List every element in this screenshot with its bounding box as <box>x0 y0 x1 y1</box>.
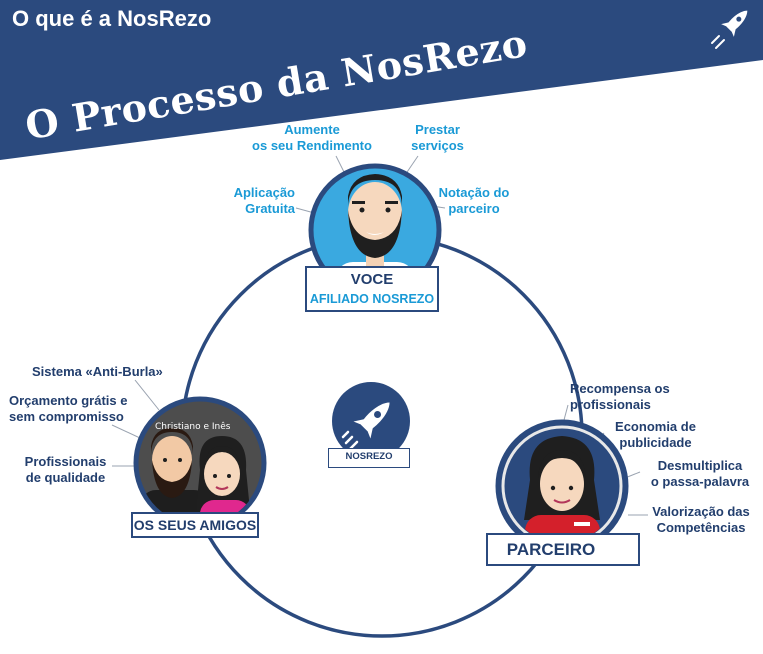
voce-benefit-gratuita: Aplicação Gratuita <box>233 185 295 216</box>
header-rocket-icon <box>721 10 748 37</box>
parceiro-benefit-desmultiplica: Desmultiplica o passa-palavra <box>650 458 750 489</box>
center-rocket-badge <box>332 382 410 460</box>
amigos-benefit-profissionais: Profissionais de qualidade <box>24 454 107 485</box>
parceiro-benefit-recompensa: Recompensa os profissionais <box>570 381 670 412</box>
voce-benefit-servicos: Prestar serviços <box>411 122 464 153</box>
voce-subtitle: AFILIADO NOSREZO <box>309 292 435 306</box>
voce-benefit-notacao: Notação do parceiro <box>438 185 510 216</box>
voce-benefit-rendimento: Aumente os seu Rendimento <box>252 122 372 153</box>
parceiro-title: PARCEIRO <box>506 540 596 559</box>
parceiro-benefit-economia: Economia de publicidade <box>615 419 696 450</box>
header-rocket-trail <box>711 35 725 49</box>
voce-label-box: VOCE AFILIADO NOSREZO <box>305 266 439 312</box>
header-banner <box>0 0 763 160</box>
nosrezo-label: NOSREZO <box>328 448 410 468</box>
parceiro-avatar <box>495 419 629 553</box>
parceiro-label-box: PARCEIRO <box>486 533 640 566</box>
page-title: O que é a NosRezo <box>12 6 212 31</box>
amigos-benefit-anti-burla: Sistema «Anti-Burla» <box>32 364 163 379</box>
amigos-names: Christiano e Inês <box>155 422 231 432</box>
amigos-label-box: OS SEUS AMIGOS <box>131 512 259 538</box>
parceiro-benefit-valorizacao: Valorização das Competências <box>652 504 750 535</box>
amigos-leaders <box>111 379 160 467</box>
amigos-benefit-orcamento: Orçamento grátis e sem compromisso <box>9 393 128 424</box>
voce-title: VOCE <box>350 271 394 288</box>
